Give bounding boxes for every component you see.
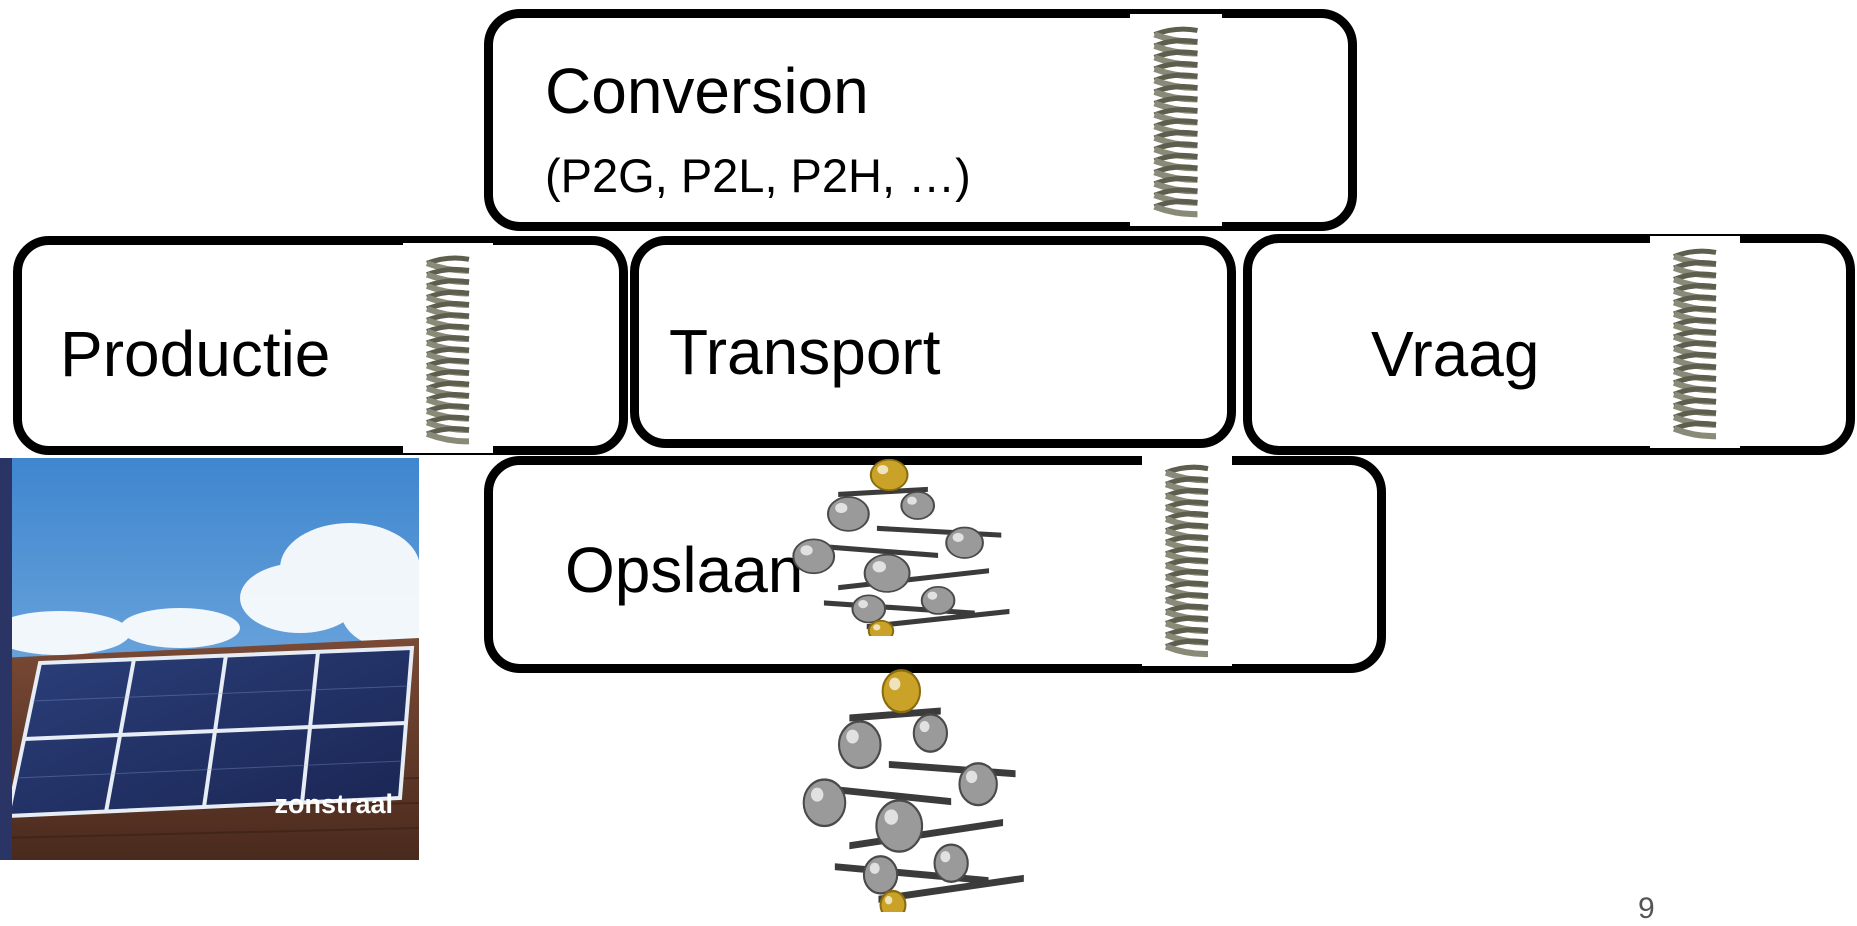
balance-spheres-image [785,668,1055,912]
transport-box: Transport [630,236,1236,448]
balance-spheres-image [775,458,1040,636]
spring-icon [403,243,493,453]
solar-panel-photo: zonstraal [0,458,419,860]
conversion-box: Conversion (P2G, P2L, P2H, …) [484,9,1357,231]
opslaan-box: Opslaan [484,456,1386,673]
page-number: 9 [1638,892,1655,925]
transport-title: Transport [669,316,941,388]
productie-title: Productie [60,318,331,390]
conversion-subtitle: (P2G, P2L, P2H, …) [545,149,971,202]
solar-photo-caption: zonstraal [274,789,393,819]
spring-icon [1142,452,1232,666]
vraag-title: Vraag [1371,318,1540,390]
productie-box: Productie [13,236,628,455]
vraag-box: Vraag [1243,234,1855,455]
conversion-title: Conversion [545,55,869,127]
spring-icon [1650,236,1740,448]
spring-icon [1130,14,1222,226]
opslaan-title: Opslaan [565,534,804,606]
